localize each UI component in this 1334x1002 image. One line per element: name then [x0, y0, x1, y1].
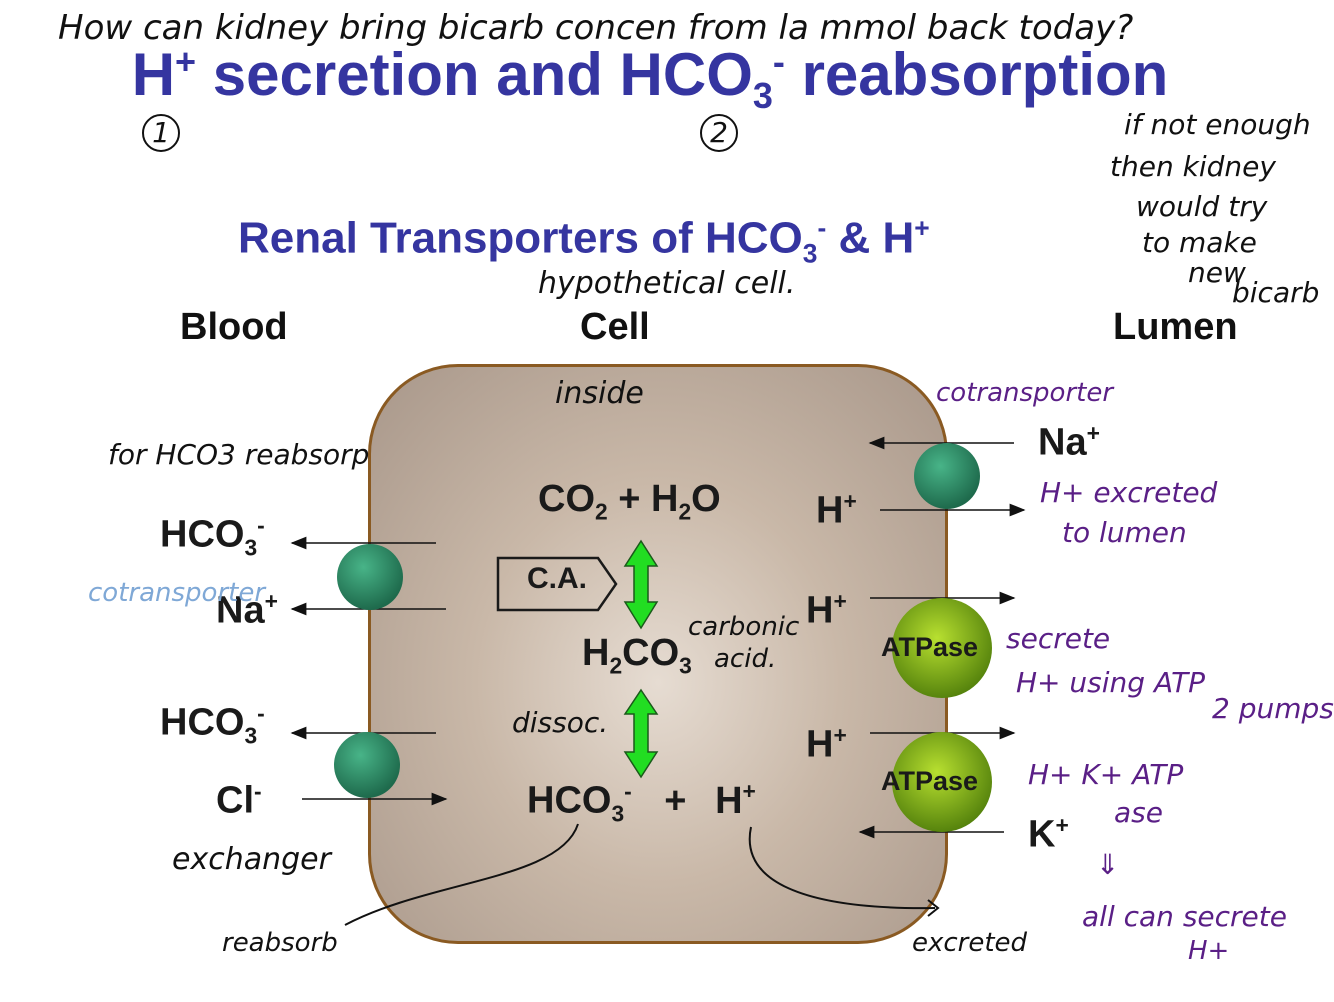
note-h-plus: H+ [1188, 936, 1230, 966]
subtitle-part-a: Renal Transporters of HCO [238, 213, 803, 263]
na-hco3-cotransporter [337, 544, 403, 610]
handwritten-number-2: 2 [700, 114, 738, 152]
note-hk-atp: H+ K+ ATP [1028, 758, 1184, 791]
title-h-sup: + [175, 41, 197, 82]
title-sub3: 3 [752, 75, 773, 116]
title-h: H [131, 41, 176, 108]
hco3-h-label: HCO3- + H+ [527, 778, 756, 827]
atpase-label-2: ATPase [881, 766, 979, 796]
title-suffix: reabsorption [784, 41, 1169, 108]
note-exchanger: exchanger [172, 842, 331, 877]
note-cotransporter-lumen: cotransporter [936, 378, 1114, 408]
note-h-using-atp: H+ using ATP [1016, 666, 1206, 699]
note-bicarb: bicarb [1232, 276, 1320, 309]
note-all-can-secrete: all can secrete [1082, 900, 1287, 933]
note-for-hco3-reabsorp: for HCO3 reabsorp [108, 438, 370, 471]
double-arrow-2 [623, 688, 659, 779]
note-h-excreted: H+ excreted [1040, 476, 1218, 509]
na-h-exchanger [914, 443, 980, 509]
note-carbonic: carbonic [688, 612, 800, 642]
lumen-h-1: H+ [816, 488, 857, 532]
blood-hco3-1: HCO3- [160, 512, 265, 561]
column-blood: Blood [180, 306, 288, 348]
handwritten-question: How can kidney bring bicarb concen from … [58, 8, 1134, 48]
blood-hco3-2: HCO3- [160, 700, 265, 749]
note-ase: ase [1114, 796, 1163, 829]
double-arrow-1 [623, 539, 659, 630]
column-cell: Cell [580, 306, 650, 348]
note-if-not-enough: if not enough [1124, 108, 1311, 141]
carbonic-anhydrase-label: C.A. [527, 562, 587, 595]
lumen-k: K+ [1028, 812, 1069, 856]
note-then-kidney: then kidney [1110, 150, 1276, 183]
title-sup-minus: - [772, 41, 785, 82]
ca-box [496, 556, 618, 612]
lumen-h-2: H+ [806, 588, 847, 632]
blood-cl: Cl- [216, 778, 262, 822]
atpase-label-1: ATPase [881, 632, 979, 662]
subtitle-sup-plus: + [914, 213, 930, 243]
note-to-make: to make [1142, 226, 1257, 259]
h-atpase-pump [892, 598, 992, 698]
note-inside: inside [555, 376, 644, 411]
hk-atpase-pump [892, 732, 992, 832]
note-reabsorb: reabsorb [222, 928, 338, 958]
handwritten-number-1: 1 [142, 114, 180, 152]
diagram-subtitle: Renal Transporters of HCO3- & H+ [238, 213, 930, 269]
note-down-arrow: ⇓ [1096, 848, 1120, 881]
excreted-arrowhead [927, 899, 940, 917]
note-secrete: secrete [1006, 622, 1111, 655]
tubule-cell [368, 364, 948, 944]
note-2-pumps: 2 pumps [1212, 692, 1334, 725]
lumen-na: Na+ [1038, 420, 1100, 464]
page-title: H+ secretion and HCO3- reabsorption [0, 40, 1300, 117]
note-acid: acid. [714, 644, 777, 674]
co2-h2o-label: CO2 + H2O [538, 478, 721, 525]
blood-na: Na+ [216, 588, 278, 632]
note-would-try: would try [1136, 190, 1268, 223]
subtitle-sup-minus: - [817, 213, 827, 243]
note-cotransporter-blood: cotransporter [88, 578, 266, 608]
subtitle-sub3: 3 [802, 238, 818, 269]
excreted-curve [748, 826, 936, 910]
note-to-lumen: to lumen [1062, 516, 1187, 549]
note-hypothetical-cell: hypothetical cell. [538, 266, 796, 301]
note-new: new [1188, 256, 1246, 289]
reabsorb-curve [344, 823, 579, 926]
column-lumen: Lumen [1113, 306, 1238, 348]
cl-hco3-exchanger [334, 732, 400, 798]
h2co3-label: H2CO3 [582, 632, 692, 679]
note-excreted: excreted [912, 928, 1028, 958]
subtitle-part-b: & H [826, 213, 915, 263]
title-middle: secretion and HCO [196, 41, 753, 108]
note-dissoc: dissoc. [512, 706, 609, 739]
lumen-h-3: H+ [806, 722, 847, 766]
